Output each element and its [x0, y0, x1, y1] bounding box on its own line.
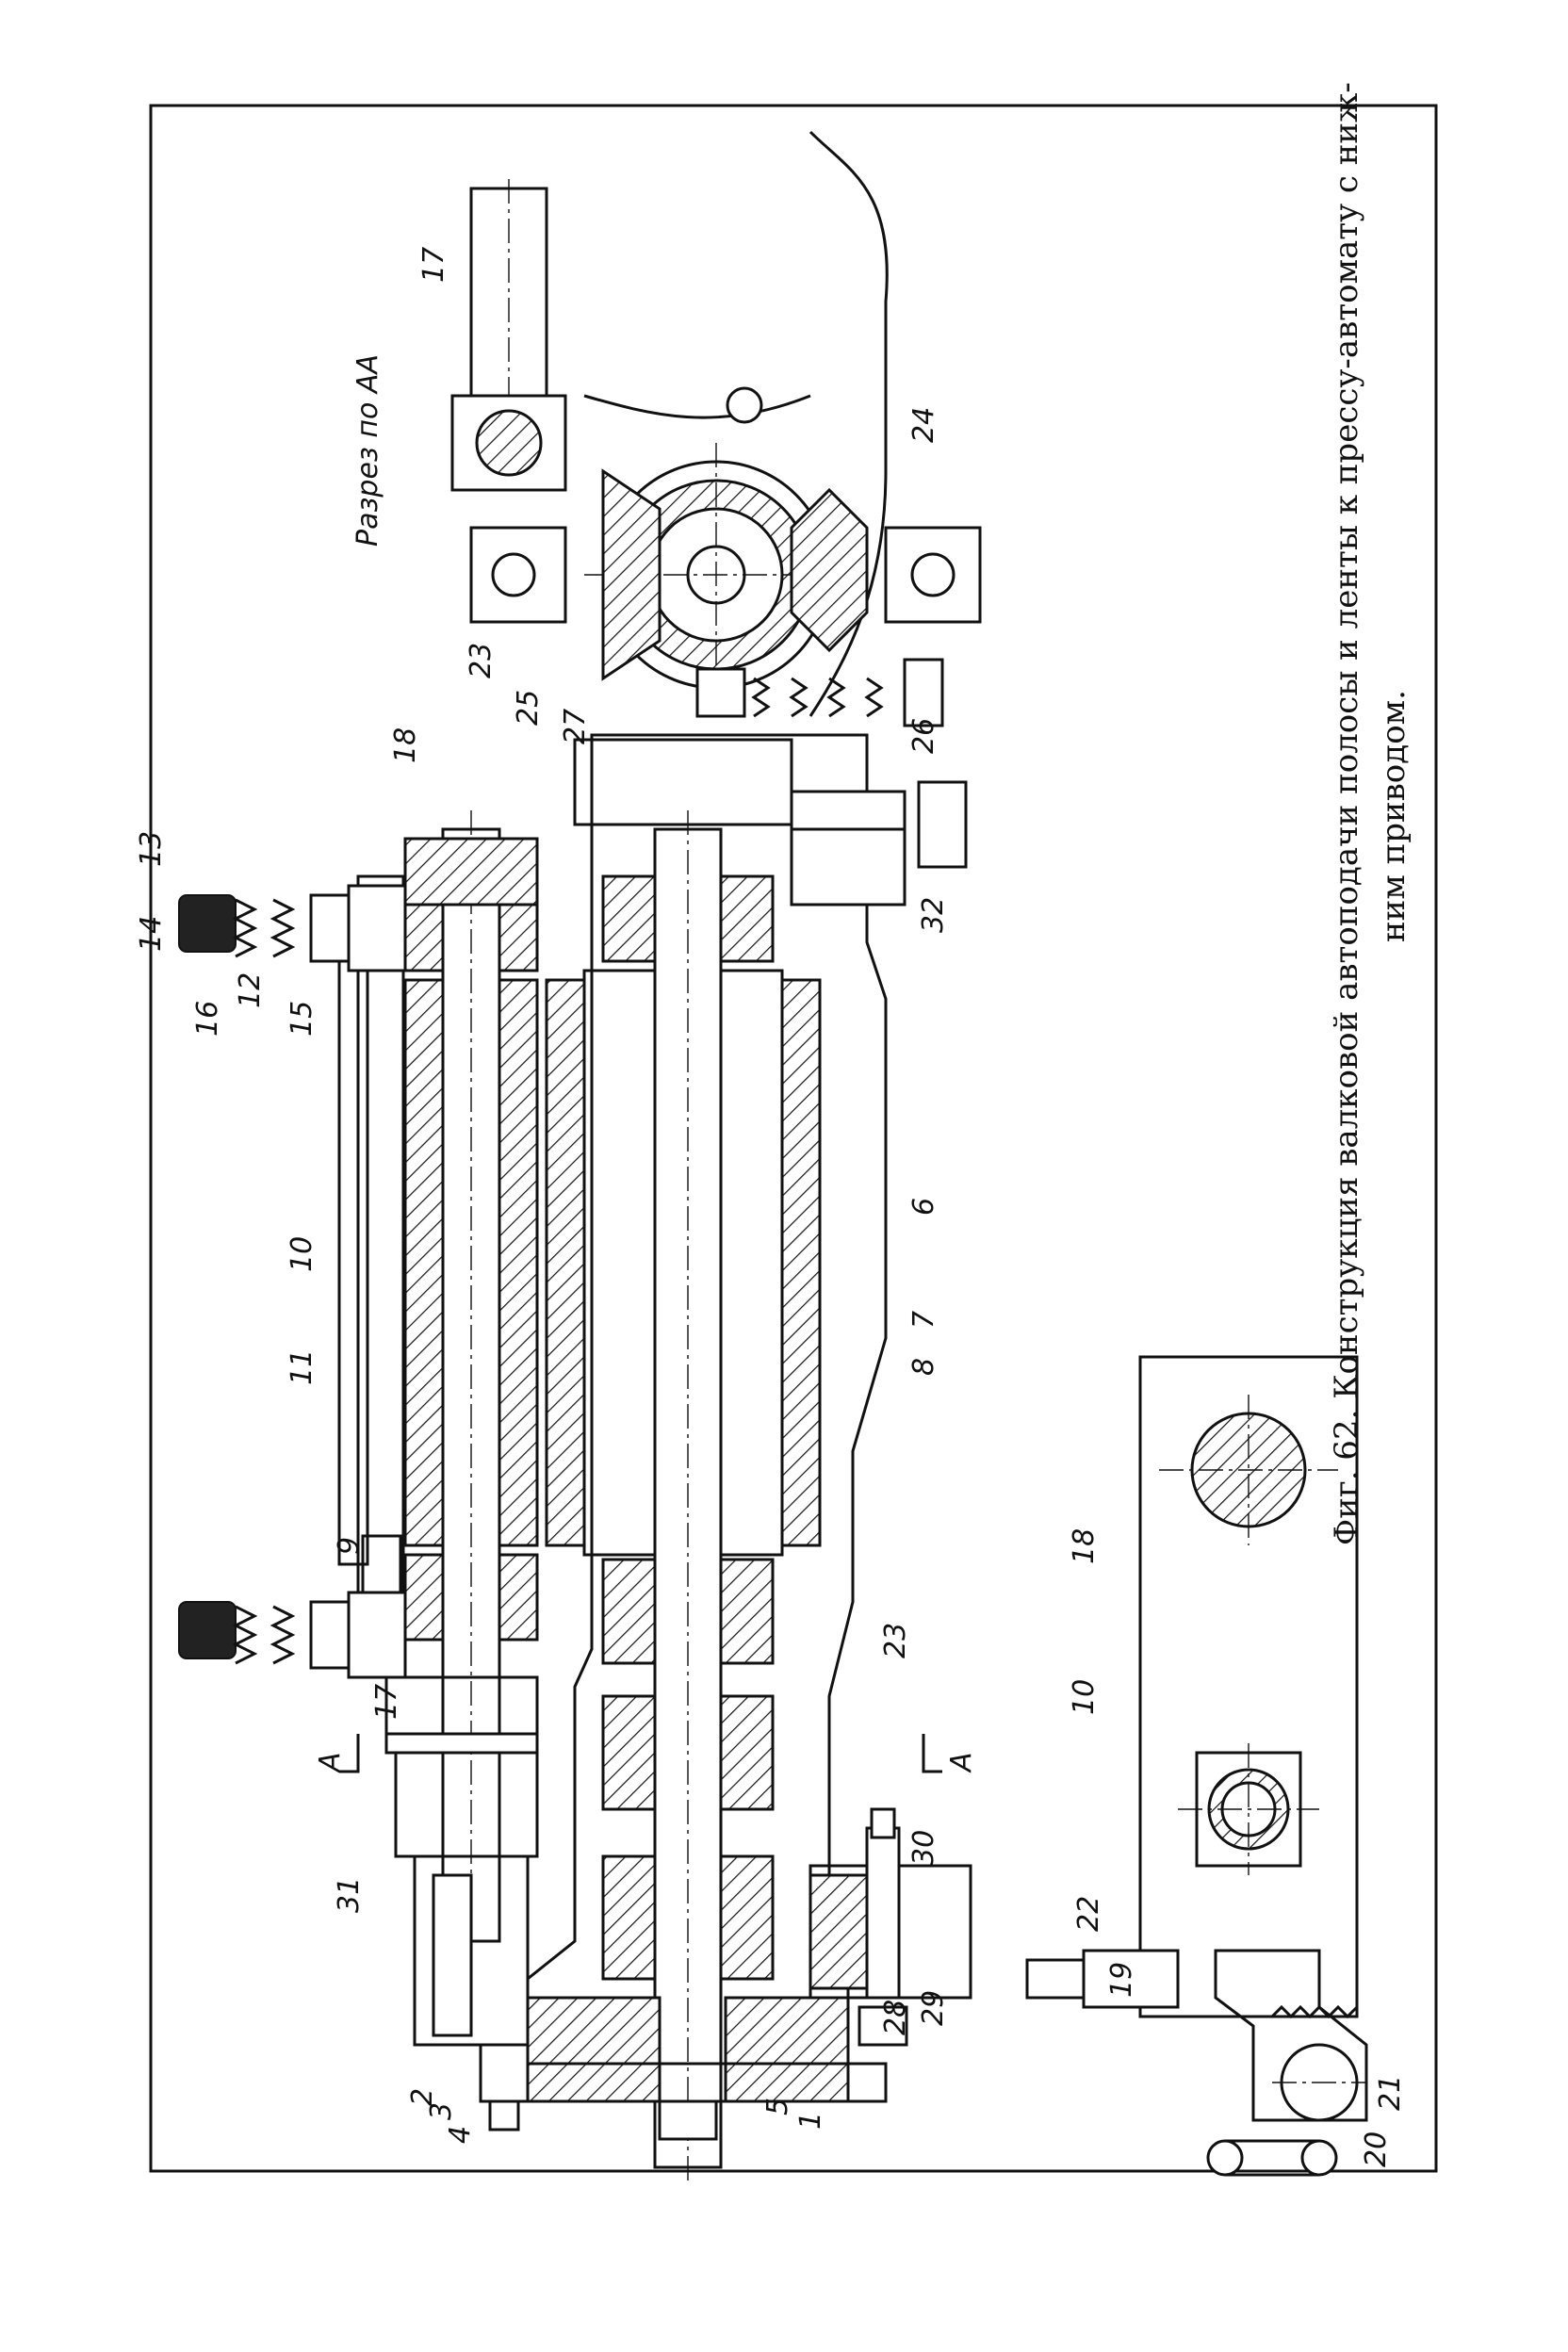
section-label-25: 25	[512, 690, 545, 726]
part-label-7: 7	[907, 1311, 940, 1329]
section-label-26: 26	[907, 718, 940, 754]
part-label-16: 16	[191, 1001, 224, 1037]
figure-caption-line-1: Фиг. 62. Конструкция валковой автоподачи…	[1328, 82, 1365, 1545]
section-mark-a-left: А	[314, 1752, 347, 1773]
part-label-32: 32	[917, 897, 950, 933]
part-label-8: 8	[907, 1358, 940, 1376]
part-label-14: 14	[135, 916, 168, 952]
spring-assembly-top	[178, 884, 407, 972]
part-label-30: 30	[907, 1830, 940, 1866]
detail-label-18: 18	[1068, 1528, 1101, 1564]
spring-assembly-bottom	[178, 1591, 407, 1679]
part-label-10: 10	[286, 1236, 318, 1272]
section-label-23: 23	[465, 643, 498, 678]
section-label-17: 17	[417, 247, 450, 283]
part-label-15: 15	[286, 1001, 318, 1037]
section-mark-a-right: А	[945, 1752, 978, 1773]
part-label-29: 29	[917, 1990, 950, 2026]
part-label-2: 2	[406, 2088, 439, 2106]
section-aa-view	[450, 130, 982, 727]
part-label-13: 13	[135, 831, 168, 867]
part-label-31: 31	[333, 1877, 366, 1913]
section-title: Разрез по АА	[351, 354, 384, 547]
figure-caption-line-2: ним приводом.	[1375, 690, 1413, 942]
part-label-23: 23	[879, 1623, 912, 1658]
drawing-frame	[149, 104, 1438, 2173]
part-label-28: 28	[879, 2000, 912, 2035]
detail-view	[1025, 1355, 1368, 2177]
section-label-27: 27	[559, 709, 592, 744]
part-label-17: 17	[370, 1684, 403, 1720]
detail-label-10: 10	[1068, 1679, 1101, 1715]
part-label-1: 1	[794, 2112, 827, 2130]
main-assembly-view	[178, 733, 972, 2186]
part-label-9: 9	[333, 1537, 366, 1555]
part-label-3: 3	[425, 2102, 458, 2120]
part-labels: 1 2 3 4 5 6 7 8 9 10 11 12 13 14 15 16 1…	[135, 247, 1407, 2167]
part-label-11: 11	[286, 1349, 318, 1385]
detail-label-22: 22	[1072, 1896, 1105, 1932]
part-label-18: 18	[389, 727, 422, 763]
detail-label-21: 21	[1374, 2075, 1407, 2111]
part-label-5: 5	[761, 2098, 794, 2115]
part-label-6: 6	[907, 1198, 940, 1216]
part-label-4: 4	[444, 2126, 477, 2144]
detail-label-19: 19	[1105, 1962, 1138, 1998]
section-label-24: 24	[907, 407, 940, 443]
part-label-12: 12	[234, 972, 267, 1008]
detail-label-20: 20	[1360, 2132, 1393, 2167]
